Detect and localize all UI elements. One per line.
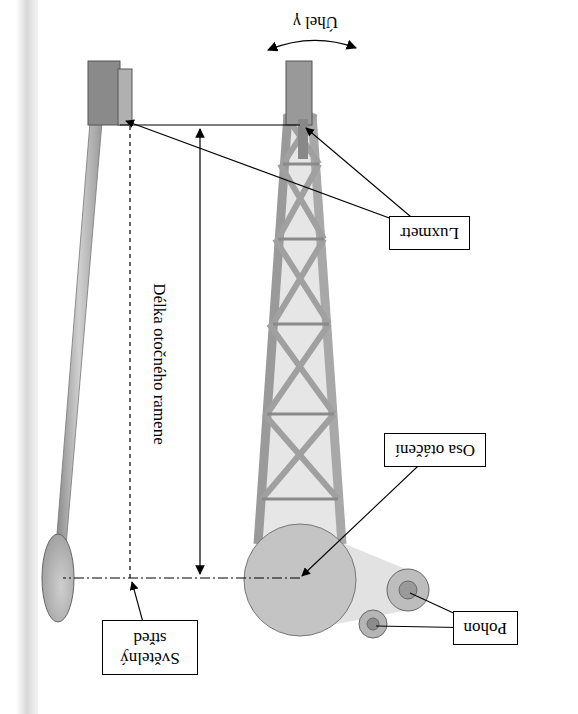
label-text: Osa otáčení	[395, 440, 475, 460]
leader-line	[302, 450, 435, 576]
luxmeter-sensor	[118, 69, 132, 125]
light-pole	[56, 122, 102, 546]
label-box: Osa otáčení	[384, 433, 486, 467]
reference-line	[120, 124, 300, 125]
label-box: Světelný střed	[102, 620, 198, 675]
luxmeter-head	[286, 61, 312, 125]
luxmeter-head	[88, 61, 120, 125]
label-box: Luxmetr	[389, 216, 470, 250]
dimension-label: Délka otočného ramene	[149, 280, 169, 447]
drive-hub	[399, 581, 417, 599]
dimension-line	[199, 129, 200, 574]
drive-pulley	[387, 569, 429, 611]
label-text: Pohon	[464, 618, 507, 638]
drive-motor	[359, 610, 387, 638]
dashed-line	[129, 125, 130, 578]
angle-arrow	[268, 40, 356, 50]
truss-arm	[258, 114, 342, 544]
svg-part	[262, 114, 338, 499]
dash-dot-line	[63, 577, 300, 578]
drive-hub	[367, 618, 379, 630]
angle-label: Úhel γ	[290, 12, 341, 32]
label-text: Luxmetr	[400, 223, 459, 243]
wall	[16, 0, 38, 714]
label-box: Pohon	[453, 611, 518, 645]
label-text: Světelný střed	[113, 627, 187, 668]
svg-part	[262, 164, 338, 499]
svg-part	[258, 114, 342, 544]
leader-line	[126, 121, 430, 233]
